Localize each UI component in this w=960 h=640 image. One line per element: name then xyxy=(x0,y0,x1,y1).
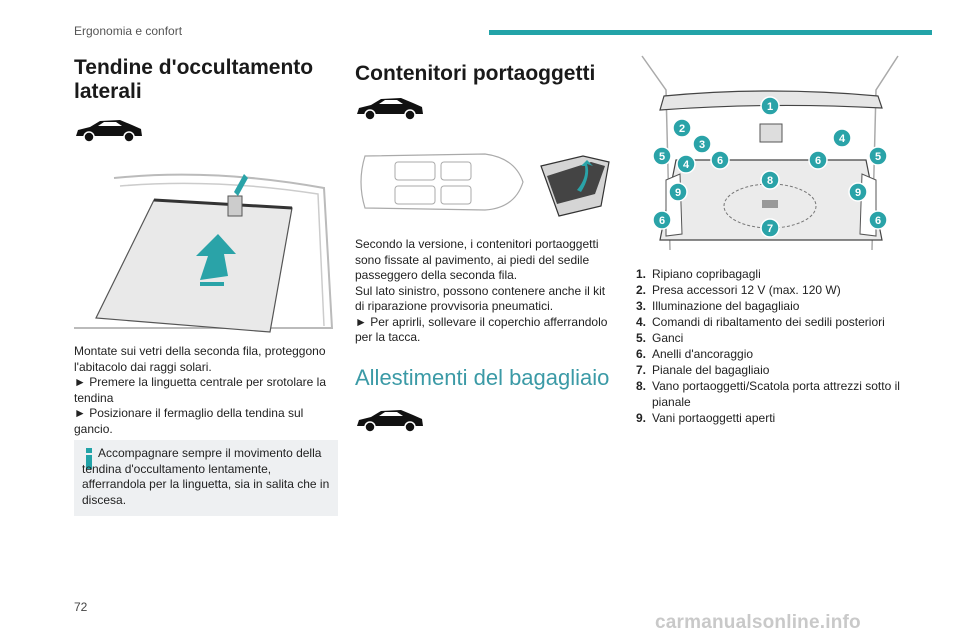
callout-label: 6 xyxy=(875,215,881,227)
car-silhouette-icon xyxy=(357,98,423,121)
callout-6-a xyxy=(710,150,730,170)
boot-heading-wrap: Allestimenti del bagagliaio xyxy=(355,366,617,390)
callout-4-left xyxy=(676,154,696,174)
boot-legend: 1.Ripiano copribagagli 2.Presa accessori… xyxy=(636,266,906,426)
legend-item: 9.Vani portaoggetti aperti xyxy=(636,411,776,425)
callout-2 xyxy=(672,118,692,138)
section-title-boot: Allestimenti del bagagliaio xyxy=(355,365,610,390)
legend-item: 5.Ganci xyxy=(636,331,684,345)
callout-label: 6 xyxy=(717,155,723,167)
legend-item: 1.Ripiano copribagagli xyxy=(636,267,761,281)
legend-item: 8.Vano portaoggetti/Scatola porta attrez… xyxy=(636,379,900,409)
callout-label: 7 xyxy=(767,223,773,235)
callout-label: 3 xyxy=(699,139,705,151)
storage-para-2: Sul lato sinistro, possono contenere anc… xyxy=(355,283,606,314)
callout-label: 4 xyxy=(839,133,846,145)
storage-illustration xyxy=(360,140,617,226)
callout-9-right xyxy=(848,182,868,202)
callout-1 xyxy=(760,96,780,116)
legend-item: 4.Comandi di ribaltamento dei sedili pos… xyxy=(636,315,885,329)
callout-label: 2 xyxy=(679,123,685,135)
callout-5-left xyxy=(652,146,672,166)
sunblind-step-1: ► Premere la linguetta centrale per srot… xyxy=(74,375,326,405)
note-text: Accompagnare sempre il movimento della t… xyxy=(82,446,330,507)
watermark: carmanualsonline.info xyxy=(655,612,861,633)
callout-9-left xyxy=(668,182,688,202)
callout-7 xyxy=(760,218,780,238)
callout-6-b xyxy=(808,150,828,170)
callout-label: 4 xyxy=(683,159,690,171)
car-silhouette-icon xyxy=(76,120,142,143)
callout-6-d xyxy=(868,210,888,230)
legend-item: 6.Anelli d'ancoraggio xyxy=(636,347,754,361)
legend-item: 3.Illuminazione del bagagliaio xyxy=(636,299,800,313)
page-number: 72 xyxy=(74,600,88,614)
info-icon xyxy=(86,448,92,469)
section-title-storage: Contenitori portaoggetti xyxy=(355,62,596,85)
callout-8 xyxy=(760,170,780,190)
callout-6-c xyxy=(652,210,672,230)
callout-4-right xyxy=(832,128,852,148)
storage-text: Secondo la versione, i contenitori porta… xyxy=(355,237,617,346)
callout-label: 5 xyxy=(875,151,881,163)
legend-item: 2.Presa accessori 12 V (max. 120 W) xyxy=(636,283,841,297)
callout-label: 6 xyxy=(815,155,821,167)
column-sunblinds: Tendine d'occultamento laterali xyxy=(74,56,338,104)
callout-5-right xyxy=(868,146,888,166)
boot-legend-wrap: 1.Ripiano copribagagli 2.Presa accessori… xyxy=(636,266,906,426)
column-storage: Contenitori portaoggetti xyxy=(355,56,617,86)
storage-para-1: Secondo la versione, i contenitori porta… xyxy=(355,237,599,282)
callout-label: 1 xyxy=(767,101,773,113)
sunblind-illustration xyxy=(74,158,338,336)
callout-markers: 1 2 3 4 4 5 5 6 6 6 6 7 8 9 9 xyxy=(652,96,888,238)
callout-label: 9 xyxy=(675,187,681,199)
running-header: Ergonomia e confort xyxy=(74,24,183,38)
sunblind-step-2: ► Posizionare il fermaglio della tendina… xyxy=(74,406,304,436)
sunblind-para: Montate sui vetri della seconda fila, pr… xyxy=(74,344,326,374)
car-silhouette-icon xyxy=(357,410,423,433)
storage-step-1: ► Per aprirli, sollevare il coperchio af… xyxy=(355,314,608,345)
callout-label: 8 xyxy=(767,175,773,187)
title-line-2: laterali xyxy=(74,80,142,103)
callout-label: 9 xyxy=(855,187,861,199)
section-title-sunblinds: Tendine d'occultamento laterali xyxy=(74,56,338,104)
callout-label: 6 xyxy=(659,215,665,227)
legend-item: 7.Pianale del bagagliaio xyxy=(636,363,770,377)
note-box: Accompagnare sempre il movimento della t… xyxy=(74,440,338,516)
sunblind-text: Montate sui vetri della seconda fila, pr… xyxy=(74,344,338,437)
callout-3 xyxy=(692,134,712,154)
callout-label: 5 xyxy=(659,151,665,163)
title-line-1: Tendine d'occultamento xyxy=(74,56,314,79)
callout-layer: 1 2 3 4 4 5 5 6 6 6 6 7 8 9 9 xyxy=(636,50,906,260)
header-accent-bar xyxy=(489,30,932,35)
